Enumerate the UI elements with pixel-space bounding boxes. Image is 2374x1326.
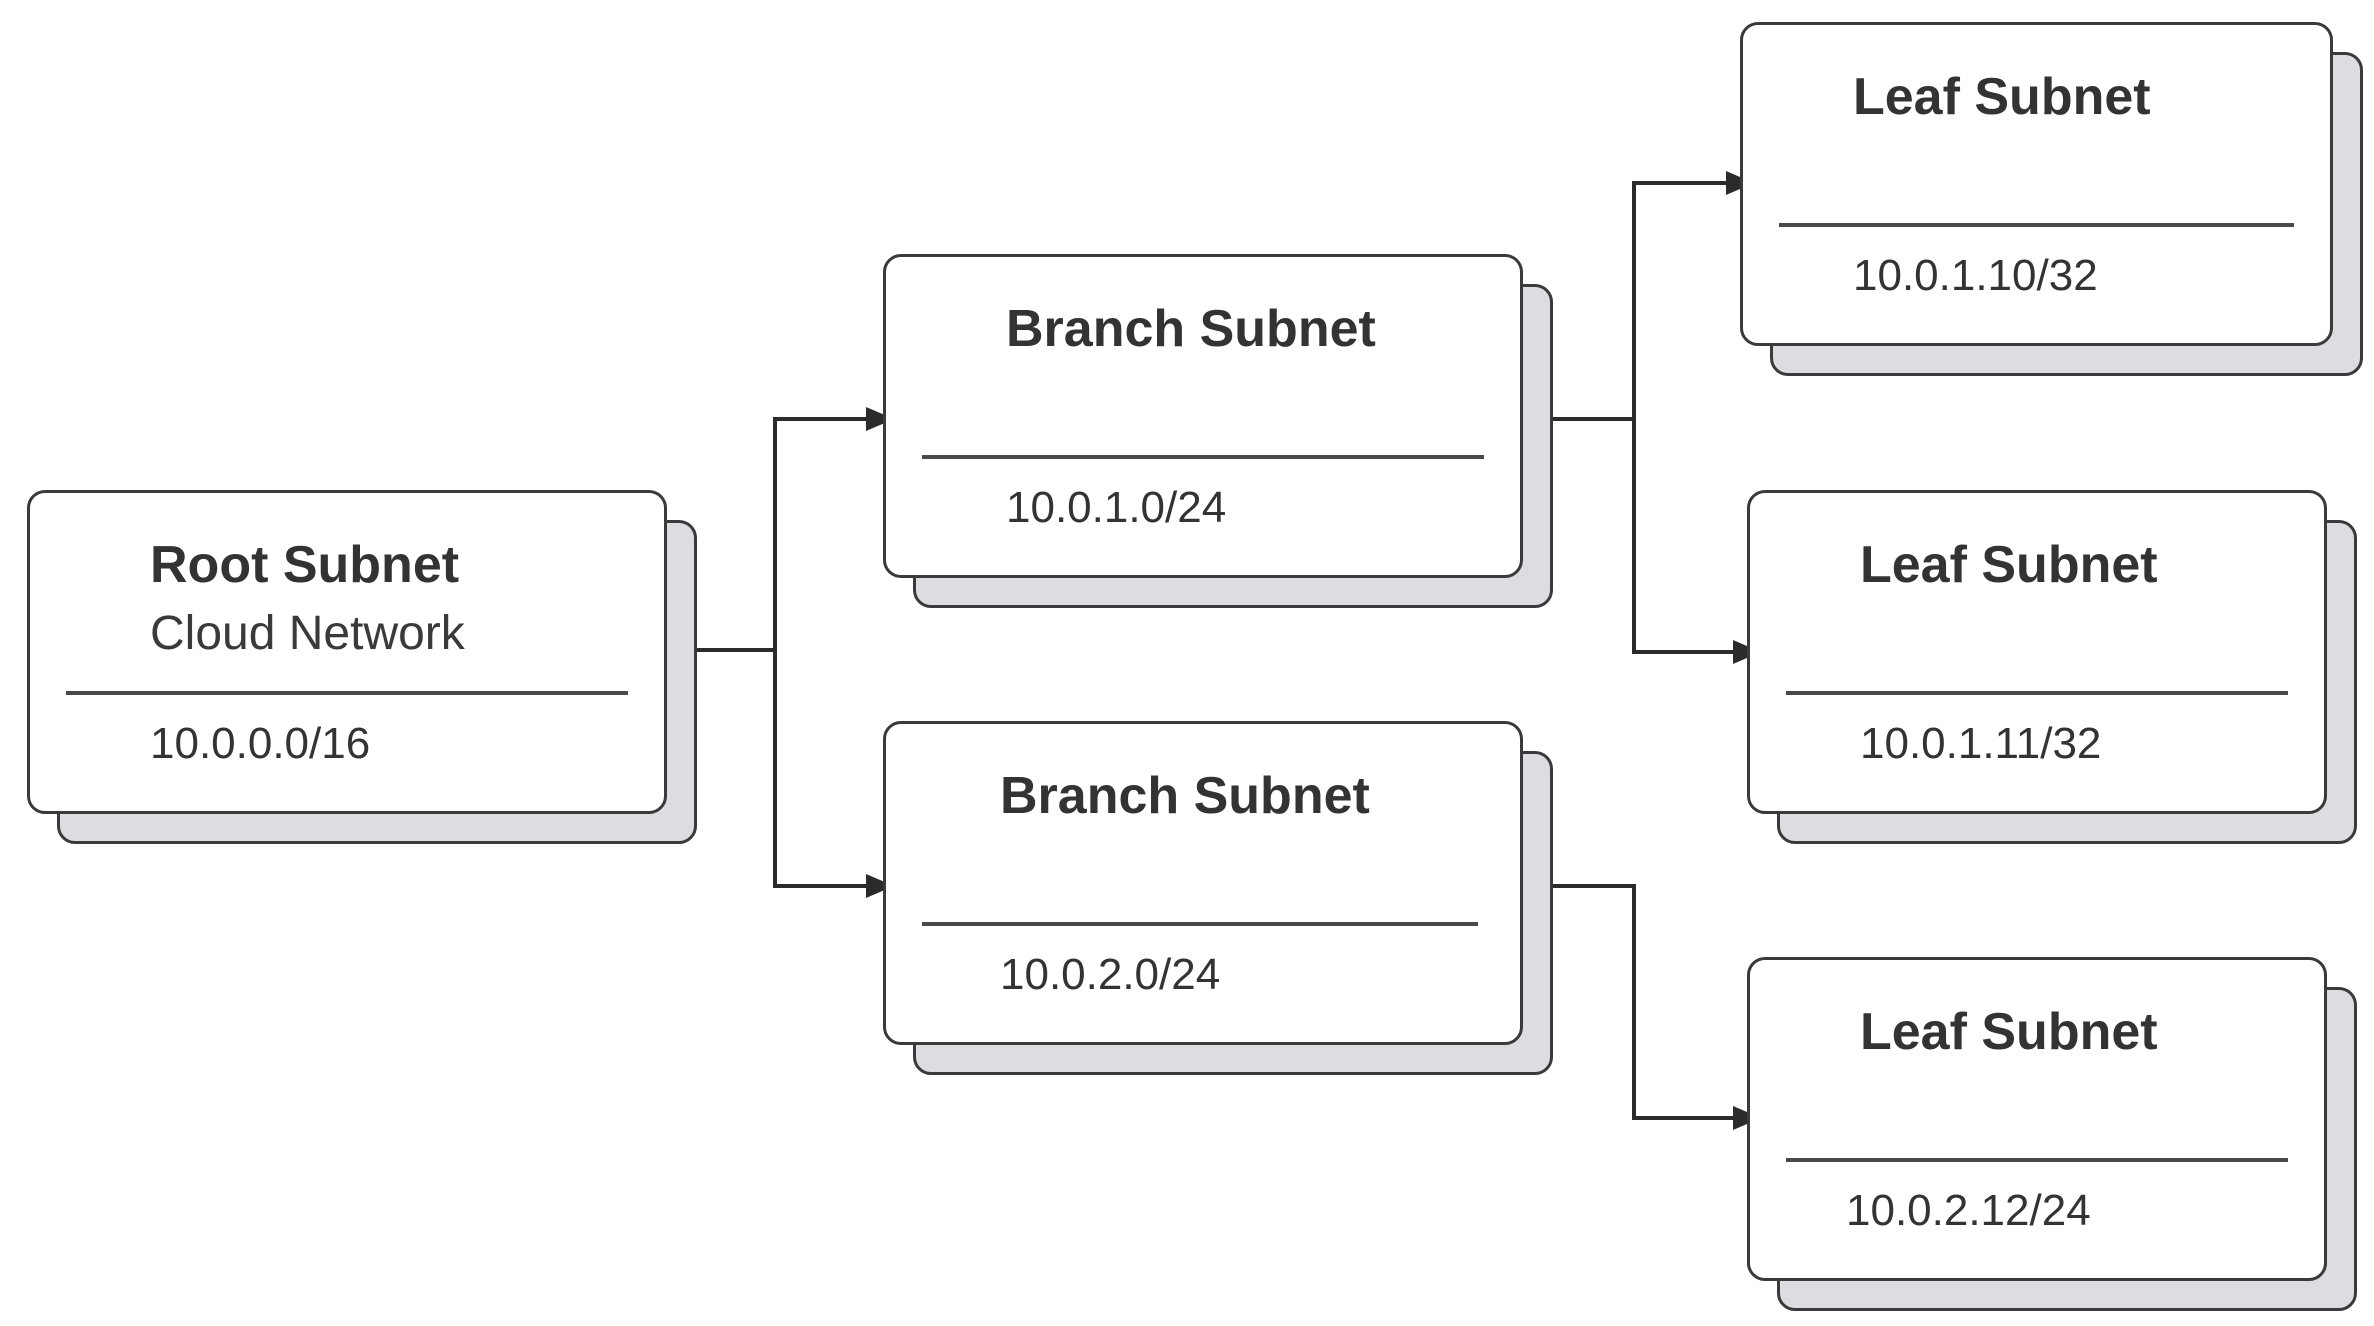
node-leaf-subnet-3: Leaf Subnet 10.0.2.12/24 (1747, 957, 2357, 1311)
node-leaf-subnet-1: Leaf Subnet 10.0.1.10/32 (1740, 22, 2363, 376)
node-card: Leaf Subnet 10.0.1.10/32 (1740, 22, 2333, 346)
edge-branch-1-to-leaf-2 (1632, 419, 1733, 654)
node-card: Branch Subnet 10.0.2.0/24 (883, 721, 1523, 1045)
node-title: Leaf Subnet (1860, 1003, 2158, 1061)
node-branch-subnet-2: Branch Subnet 10.0.2.0/24 (883, 721, 1553, 1075)
node-cidr: 10.0.1.0/24 (1006, 483, 1227, 532)
node-title: Branch Subnet (1006, 300, 1376, 358)
node-divider (922, 455, 1484, 459)
arrowhead-branch-1 (866, 407, 894, 431)
edge-branch-1-to-leaf-1 (1523, 181, 1726, 421)
node-divider (66, 691, 628, 695)
node-divider (1786, 691, 2288, 695)
node-leaf-subnet-2: Leaf Subnet 10.0.1.11/32 (1747, 490, 2357, 844)
node-cidr: 10.0.1.11/32 (1860, 719, 2102, 768)
node-card: Leaf Subnet 10.0.2.12/24 (1747, 957, 2327, 1281)
node-card: Branch Subnet 10.0.1.0/24 (883, 254, 1523, 578)
edge-branch-2-to-leaf-3 (1523, 884, 1733, 1120)
node-title: Branch Subnet (1000, 767, 1370, 825)
node-card: Leaf Subnet 10.0.1.11/32 (1747, 490, 2327, 814)
arrowhead-branch-2 (866, 874, 894, 898)
node-divider (1786, 1158, 2288, 1162)
node-divider (922, 922, 1478, 926)
node-cidr: 10.0.2.12/24 (1846, 1186, 2091, 1235)
node-card: Root Subnet Cloud Network 10.0.0.0/16 (27, 490, 667, 814)
node-subtitle: Cloud Network (150, 607, 465, 660)
node-divider (1779, 223, 2294, 227)
edge-root-to-branch-1 (670, 417, 866, 652)
node-title: Root Subnet (150, 536, 460, 594)
node-title: Leaf Subnet (1860, 536, 2158, 594)
node-cidr: 10.0.2.0/24 (1000, 950, 1221, 999)
node-root-subnet: Root Subnet Cloud Network 10.0.0.0/16 (27, 490, 697, 844)
node-branch-subnet-1: Branch Subnet 10.0.1.0/24 (883, 254, 1553, 608)
node-cidr: 10.0.1.10/32 (1853, 251, 2098, 300)
edge-root-to-branch-2 (773, 650, 866, 888)
node-title: Leaf Subnet (1853, 68, 2151, 126)
node-cidr: 10.0.0.0/16 (150, 719, 371, 768)
